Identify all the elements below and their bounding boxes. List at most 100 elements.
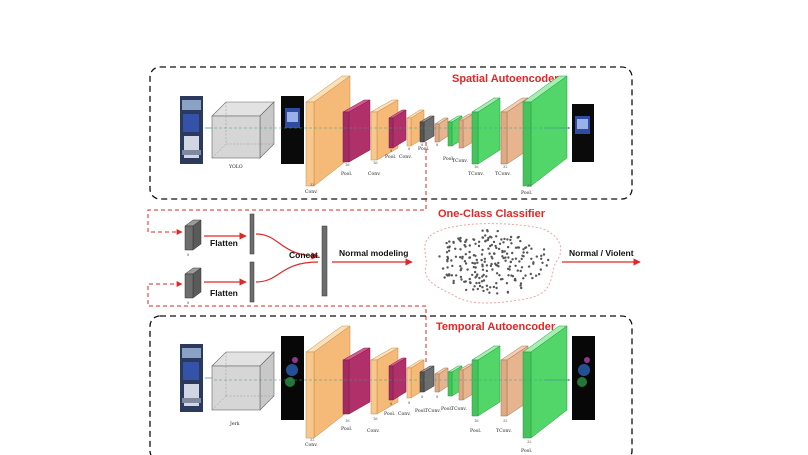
sample-point: [522, 277, 525, 280]
svg-text:Conv.: Conv.: [305, 442, 318, 448]
sample-point: [454, 255, 458, 258]
sample-point: [460, 278, 463, 281]
sample-point: [542, 248, 546, 251]
sample-point: [509, 238, 512, 242]
svg-text:32: 32: [310, 183, 315, 187]
spatial-latent-link: [147, 142, 427, 235]
sample-point: [445, 273, 448, 276]
sample-point: [471, 261, 474, 265]
svg-text:Pool.: Pool.: [341, 426, 353, 432]
sample-point: [474, 242, 477, 245]
sample-point: [504, 256, 507, 259]
sample-point: [454, 247, 457, 250]
spatial-layers: [305, 75, 568, 187]
svg-text:8: 8: [390, 402, 393, 406]
sample-point: [534, 274, 538, 277]
sample-point: [441, 267, 445, 270]
sample-point: [480, 280, 484, 283]
sample-point: [511, 258, 514, 261]
sample-point: [452, 281, 455, 285]
sample-point: [526, 251, 529, 254]
sample-point: [488, 252, 491, 255]
sample-point: [497, 247, 501, 251]
sample-point: [485, 275, 488, 278]
sample-point: [497, 261, 500, 265]
sample-point: [447, 249, 451, 252]
sample-point: [503, 237, 506, 241]
sample-point: [492, 240, 496, 244]
svg-text:8: 8: [421, 395, 424, 399]
sample-point: [468, 244, 471, 247]
sample-point: [541, 261, 544, 264]
sample-point: [540, 257, 543, 260]
sample-point: [527, 244, 531, 247]
sample-point: [450, 274, 454, 277]
sample-point: [459, 275, 463, 279]
spatial-input-frame: [180, 96, 203, 164]
svg-text:32: 32: [527, 440, 532, 444]
temporal-output-frame: [572, 336, 595, 420]
sample-point: [530, 257, 533, 260]
svg-text:8: 8: [436, 143, 439, 147]
sample-point: [535, 255, 538, 258]
svg-text:32: 32: [527, 184, 532, 188]
sample-point: [487, 236, 490, 240]
svg-text:8: 8: [436, 395, 439, 399]
sample-point: [495, 272, 499, 275]
flatten-label-bottom: Flatten: [210, 288, 238, 298]
sample-point: [509, 260, 513, 264]
sample-point: [448, 245, 451, 248]
svg-text:32: 32: [503, 419, 508, 423]
spatial-autoencoder: Spatial Autoencoder YOLO: [149, 66, 633, 200]
sample-point: [524, 274, 527, 277]
sample-point: [452, 279, 455, 283]
sample-point: [481, 286, 484, 289]
svg-text:Pool.: Pool.: [341, 171, 353, 177]
svg-text:Conv.: Conv.: [398, 411, 411, 417]
sample-point: [485, 284, 489, 287]
sample-point: [524, 246, 528, 249]
svg-text:8: 8: [408, 147, 411, 151]
sample-point: [478, 276, 481, 280]
sample-point: [481, 229, 484, 232]
sample-point: [547, 258, 550, 262]
sample-point: [459, 256, 462, 259]
sample-point: [480, 253, 484, 256]
sample-point: [481, 236, 484, 239]
sample-point: [461, 255, 464, 258]
sample-point: [496, 229, 499, 233]
sample-point: [490, 262, 493, 266]
sample-point: [509, 235, 513, 239]
sample-point: [486, 238, 490, 242]
sample-point: [501, 255, 504, 258]
sample-point: [455, 274, 458, 277]
sample-point: [507, 256, 510, 259]
sample-point: [495, 246, 498, 250]
temporal-input-frame: [180, 344, 203, 412]
temporal-autoencoder: Temporal Autoencoder Jerk: [149, 315, 633, 455]
flat-vector-spatial: [249, 213, 255, 255]
sample-point: [486, 288, 489, 291]
svg-text:TConv.: TConv.: [468, 171, 484, 177]
sample-point: [507, 274, 510, 277]
svg-text:Pool.: Pool.: [385, 154, 397, 160]
sample-point: [530, 247, 533, 250]
sample-point: [506, 238, 509, 241]
sample-point: [484, 240, 487, 243]
spatial-frame: [149, 66, 633, 200]
sample-point: [450, 259, 453, 262]
spatial-preprocess-label: YOLO: [228, 164, 243, 170]
svg-text:16: 16: [474, 165, 479, 169]
sample-point: [459, 265, 462, 268]
sample-point: [519, 239, 522, 243]
sample-point: [481, 268, 485, 271]
sample-point: [464, 253, 467, 256]
temporal-layers: [305, 325, 568, 439]
sample-point: [472, 265, 476, 269]
sample-point: [501, 277, 504, 281]
svg-text:TConv.: TConv.: [495, 171, 511, 177]
sample-point: [527, 265, 531, 268]
sample-point: [520, 257, 523, 261]
svg-text:8: 8: [187, 253, 190, 257]
